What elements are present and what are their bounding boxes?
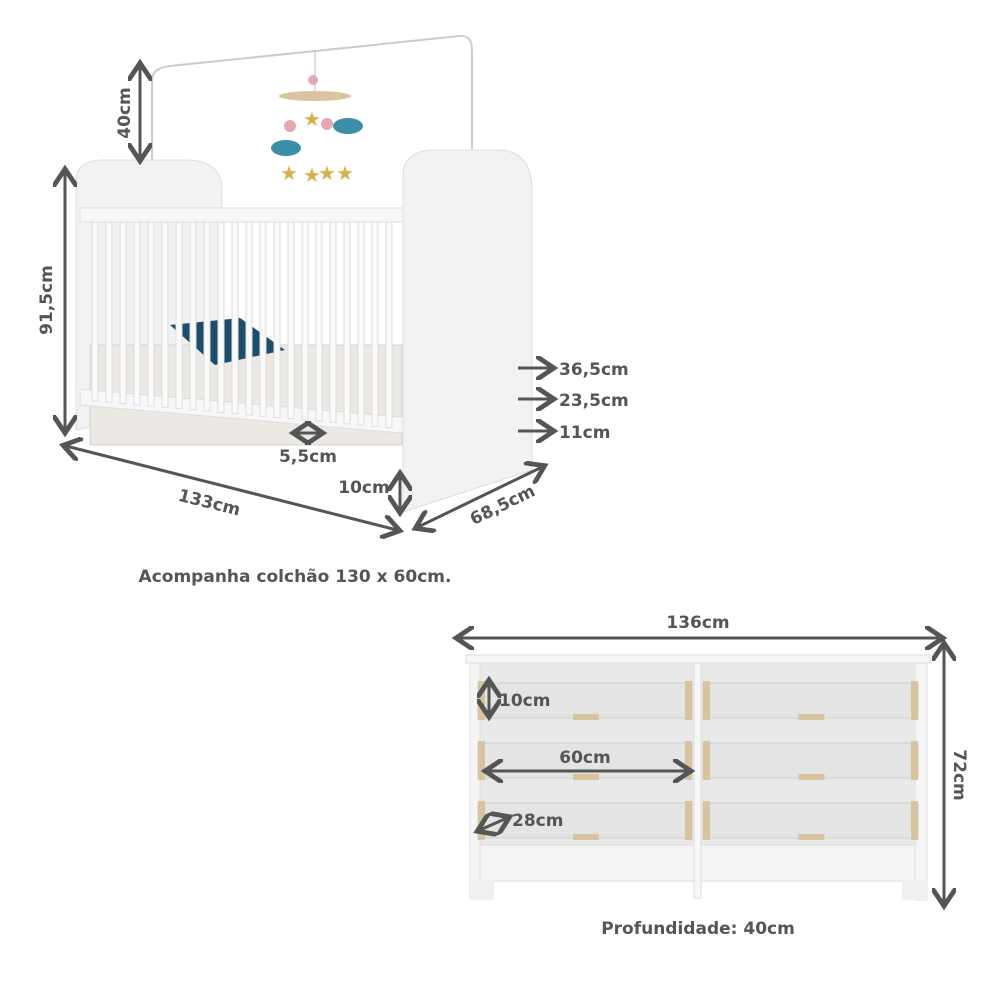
crib-length-label: 133cm [176,486,242,521]
drawer-side [703,741,710,780]
drawer-runner [573,714,599,720]
crib-slat [273,221,281,418]
crib-length-arrow [66,446,397,530]
drawer-runner [798,774,825,780]
crib-slat [133,221,141,406]
svg-text:★: ★ [280,161,298,185]
drawer-depth-arrow [480,818,507,830]
drawer-side [685,681,692,720]
drawer-side [703,801,710,840]
drawer-box [477,802,693,839]
drawer-width-label: 60cm [559,748,610,768]
crib-end-panel-right [402,149,533,513]
dresser-height-label: 72cm [949,749,969,800]
drawer-box [702,802,919,839]
dresser-leg [470,880,494,900]
drawer-side [478,801,485,840]
mattress-level-label: 23,5cm [559,391,629,411]
mattress-level-label: 11cm [559,423,610,443]
dresser-leg [902,880,927,900]
drawer-side [685,801,692,840]
crib-mobile: ★ ★ ★ ★ ★ [271,50,363,187]
crib-slat [161,221,169,408]
dresser-divider [693,662,702,899]
crib-slat [357,221,365,426]
drawer-side [911,681,918,720]
crib-slat [287,221,295,420]
drawer-side [478,741,485,780]
crib-slat [203,221,211,412]
canopy-height-label: 40cm [115,87,135,138]
crib-slat [189,221,197,411]
drawer-box [702,682,919,719]
drawer-box [702,742,919,779]
crib-height-label: 91,5cm [37,265,57,335]
crib-top-rail [79,207,405,223]
crib-slat [105,221,113,403]
crib-illustration: ★ ★ ★ ★ ★ [75,34,533,513]
crib-slat [217,221,225,413]
svg-text:★: ★ [336,161,354,185]
drawer-side [703,681,710,720]
svg-text:★: ★ [318,161,336,185]
drawer-side [911,741,918,780]
mattress-levels: 36,5cm 23,5cm 11cm [518,360,629,443]
dresser-illustration [465,654,931,901]
pillow [170,318,285,365]
drawer-side [911,801,918,840]
drawer-runner [573,834,599,840]
crib-slat [245,221,253,416]
drawer-runner [798,714,825,720]
crib-slat [315,221,323,422]
crib-slat [301,221,309,421]
crib-slat [231,221,239,415]
mattress-caption: Acompanha colchão 130 x 60cm. [139,567,452,587]
crib-slat [147,221,155,407]
crib-slats [91,221,393,429]
drawer-depth-label: 28cm [512,811,563,831]
drawer-runner [798,834,825,840]
crib-slat [119,221,127,405]
crib-slat [385,221,393,429]
crib-slat [91,221,99,402]
crib-width-arrow [418,467,542,527]
crib-slat [371,221,379,427]
drawer-height-label: 10cm [499,691,550,711]
crib-width-label: 68,5cm [467,481,538,530]
svg-text:★: ★ [303,163,321,187]
crib-slat [343,221,351,425]
dresser-width-label: 136cm [666,613,729,633]
mattress-level-label: 36,5cm [559,360,629,380]
crib-slat [259,221,267,417]
floor-clearance-label: 10cm [338,478,389,498]
depth-caption: Profundidade: 40cm [601,919,795,939]
crib-slat [175,221,183,410]
dresser-top [465,654,931,664]
drawer-side [478,681,485,720]
drawer-runner [573,774,599,780]
drawer-side [685,741,692,780]
svg-text:★: ★ [303,107,321,131]
crib-slat [329,221,337,423]
slat-gap-label: 5,5cm [279,447,337,467]
